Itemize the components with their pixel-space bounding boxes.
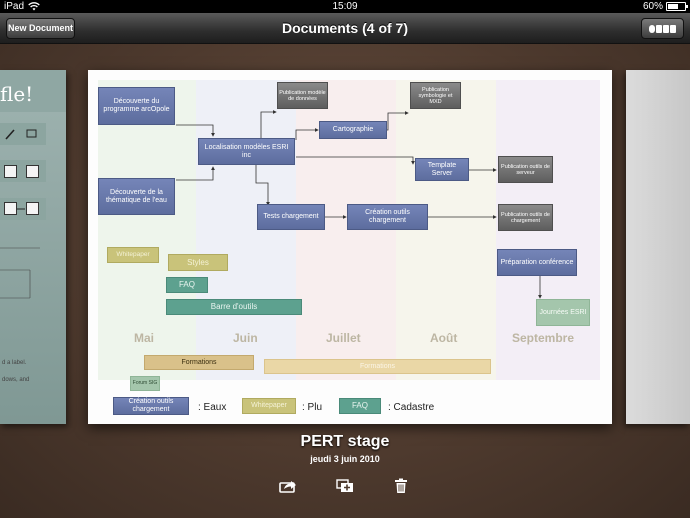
task-forum: Forum SIG xyxy=(130,376,160,391)
month-label: Mai xyxy=(134,331,155,345)
month-label: Août xyxy=(430,331,458,345)
new-document-button[interactable]: New Document xyxy=(6,18,75,39)
document-date: jeudi 3 juin 2010 xyxy=(310,454,380,464)
battery-icon xyxy=(666,2,688,11)
preview-heading: fle! xyxy=(0,82,34,106)
wifi-icon xyxy=(28,2,40,11)
preview-toolbar xyxy=(0,123,46,145)
preview-text-1: d a label. xyxy=(2,360,27,366)
task-decouverte-thematique: Découverte de la thématique de l'eau xyxy=(98,178,175,215)
task-publication-serveur: Publication outils de serveur xyxy=(498,156,553,183)
legend-plu-label: : Plu xyxy=(302,402,323,413)
task-localisation: Localisation modèles ESRI inc xyxy=(198,138,295,165)
trash-icon xyxy=(394,478,408,499)
document-thumbnail[interactable]: Découverte du programme arcOpole Publica… xyxy=(88,70,612,424)
task-preparation: Préparation conférence xyxy=(497,249,577,276)
preview-text-2: dows, and xyxy=(2,377,30,383)
share-button[interactable] xyxy=(277,478,299,498)
duplicate-icon xyxy=(336,478,354,498)
month-label: Juin xyxy=(233,331,258,345)
document-title[interactable]: PERT stage xyxy=(300,433,390,450)
month-band-mai xyxy=(98,80,196,380)
task-cartographie: Cartographie xyxy=(319,121,387,139)
previous-document-preview[interactable]: fle! d a label. dows, and xyxy=(0,70,66,424)
task-publication-chargement: Publication outils de chargement xyxy=(498,204,553,231)
battery-percent: 60% xyxy=(642,1,663,12)
duplicate-button[interactable] xyxy=(334,478,356,498)
clock: 15:09 xyxy=(332,1,358,12)
page-title: Documents (4 of 7) xyxy=(281,20,408,36)
task-decouverte-programme: Découverte du programme arcOpole xyxy=(98,87,175,125)
legend-cadastre-swatch: FAQ xyxy=(339,398,381,414)
task-formations-1: Formations xyxy=(144,355,254,370)
legend-cadastre-label: : Cadastre xyxy=(388,402,435,413)
task-template-server: Template Server xyxy=(415,158,469,181)
task-faq: FAQ xyxy=(166,277,208,293)
task-barre-outils: Barre d'outils xyxy=(166,299,302,315)
carrier-label: iPad xyxy=(4,1,25,12)
share-icon xyxy=(279,479,297,498)
toolbar: New Document Documents (4 of 7) xyxy=(0,13,690,44)
task-publication-modele: Publication modèle de données xyxy=(277,82,328,109)
trash-button[interactable] xyxy=(390,478,412,498)
task-styles: Styles xyxy=(168,254,228,271)
task-journees: Journées ESRI xyxy=(536,299,590,326)
task-creation-outils: Création outils chargement xyxy=(347,204,428,230)
omni-menu-button[interactable] xyxy=(641,18,684,39)
task-whitepaper: Whitepaper xyxy=(107,247,159,263)
omni-logo-icon xyxy=(649,19,676,38)
legend-eaux-swatch: Création outils chargement xyxy=(113,397,189,415)
next-document-preview[interactable] xyxy=(626,70,690,424)
month-band-aout xyxy=(396,80,496,380)
legend-plu-swatch: Whitepaper xyxy=(242,398,296,414)
month-label: Juillet xyxy=(326,331,361,345)
task-formations-2: Formations xyxy=(264,359,491,374)
legend-eaux-label: : Eaux xyxy=(198,402,227,413)
month-label: Septembre xyxy=(512,331,575,345)
status-bar: iPad 15:09 60% xyxy=(0,0,690,13)
task-publication-symbologie: Publication symbologie et MXD xyxy=(410,82,461,109)
task-tests-chargement: Tests chargement xyxy=(257,204,325,230)
